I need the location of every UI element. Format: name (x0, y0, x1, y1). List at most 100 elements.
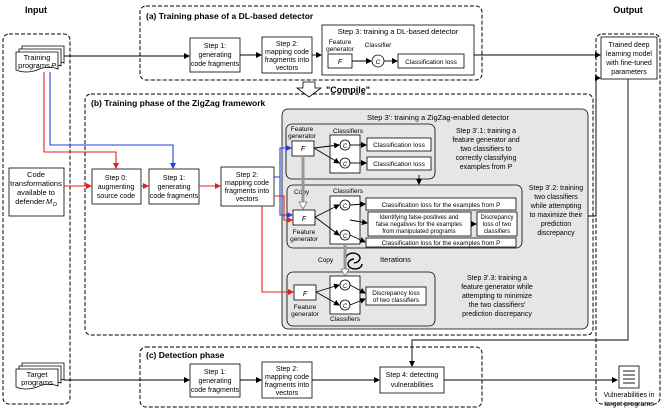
step3-2-classifiers-label: Classifiers (333, 188, 364, 195)
svg-text:C: C (376, 59, 381, 66)
svg-text:C: C (343, 304, 348, 310)
code-trans-line1: Code (27, 170, 45, 179)
svg-text:learning model: learning model (606, 51, 652, 58)
svg-text:Step 3'.3: training a: Step 3'.3: training a (467, 275, 527, 282)
step3-1-description: Step 3'.1: training a feature generator … (452, 128, 519, 171)
svg-text:while attempting: while attempting (530, 203, 582, 210)
svg-text:the two classifiers': the two classifiers' (469, 302, 526, 309)
target-programs-doc: Target programs (15, 362, 65, 390)
phase-b-frame (84, 93, 594, 336)
phase-a-step2: Step 2: mapping code fragments into vect… (261, 36, 313, 74)
compile-label: "Compile" (326, 85, 370, 95)
svg-text:mapping code: mapping code (265, 49, 309, 56)
svg-text:Step 2:: Step 2: (236, 172, 258, 179)
svg-text:loss of two: loss of two (483, 222, 512, 228)
svg-text:Step 1:: Step 1: (204, 369, 226, 376)
step3-1-loss-2 (366, 156, 432, 171)
svg-text:Step 0:: Step 0: (105, 175, 127, 182)
step3-2-loss-bottom (365, 237, 517, 248)
svg-text:fragments into: fragments into (265, 57, 309, 64)
svg-text:attempting to minimize: attempting to minimize (462, 293, 532, 300)
svg-text:Discrepancy: Discrepancy (480, 215, 513, 221)
phase-b-step0: Step 0: augmenting source code (91, 168, 142, 205)
svg-text:Step 1:: Step 1: (163, 175, 185, 182)
svg-text:Feature: Feature (329, 39, 352, 46)
red-flow-to-3-2 (274, 195, 293, 223)
iterations-cycle-icon (345, 252, 363, 270)
svg-text:F: F (338, 59, 343, 66)
step3-1-classifiers-label: Classifiers (333, 128, 364, 135)
svg-text:examples from P: examples from P (460, 164, 513, 171)
step3-3-description: Step 3'.3: training a feature generator … (461, 275, 533, 318)
svg-text:Feature: Feature (291, 126, 314, 133)
svg-text:generator: generator (291, 311, 320, 318)
training-programs-line2: programs (18, 61, 50, 70)
iterations-label: Iterations (380, 255, 411, 264)
svg-text:feature generator and: feature generator and (452, 137, 519, 144)
trained-model-to-step4-arrow (409, 79, 629, 367)
svg-text:C: C (343, 284, 348, 290)
code-trans-var-sub: D (53, 202, 57, 208)
step3-2-loss-top (365, 197, 517, 211)
svg-text:augmenting: augmenting (98, 184, 135, 191)
target-programs-line2: programs (21, 378, 53, 387)
compile-arrow (295, 81, 323, 98)
output-column-frame (595, 33, 661, 405)
phase-c-title: (c) Detection phase (146, 350, 225, 360)
svg-text:generator: generator (290, 236, 319, 243)
svg-text:mapping code: mapping code (265, 374, 309, 381)
svg-text:F: F (303, 291, 308, 298)
step3-2-description: Step 3'.2: training two classifiers whil… (529, 185, 583, 237)
step3-3-copy: Copy (318, 257, 334, 264)
phase-a-step3: Step 3: training a DL-based detector Fea… (321, 24, 475, 76)
training-programs-line1: Training (24, 53, 51, 62)
svg-text:classifiers: classifiers (484, 229, 510, 235)
phase-c-step2: Step 2: mapping code fragments into vect… (261, 361, 313, 399)
blue-flow-to-3-1 (274, 145, 292, 178)
svg-text:two classifiers to: two classifiers to (460, 146, 511, 153)
svg-text:vectors: vectors (276, 390, 299, 397)
svg-text:generator: generator (326, 46, 355, 53)
svg-text:Classification loss for the ex: Classification loss for the examples fro… (382, 240, 501, 247)
svg-text:Step 3'.1: training a: Step 3'.1: training a (456, 128, 516, 135)
svg-text:vectors: vectors (236, 196, 259, 203)
svg-text:Step 4: detecting: Step 4: detecting (386, 372, 439, 379)
svg-text:F: F (302, 216, 307, 223)
step3-output-arrow (588, 75, 601, 217)
svg-text:C: C (343, 162, 348, 168)
svg-text:Feature: Feature (294, 304, 317, 311)
svg-text:fragments into: fragments into (225, 188, 269, 195)
svg-text:Trained deep: Trained deep (609, 42, 650, 49)
svg-text:with fine-tuned: with fine-tuned (605, 60, 652, 67)
svg-text:target programs: target programs (604, 401, 654, 408)
svg-text:Feature: Feature (293, 229, 316, 236)
step3-3-discrepancy-box (365, 286, 427, 306)
svg-text:to maximize their: to maximize their (530, 212, 584, 219)
svg-text:false negatives for the exampl: false negatives for the examples (376, 222, 462, 228)
red-flow-training (43, 72, 119, 169)
code-transformations-box: Code transformations available to defend… (8, 167, 65, 217)
svg-text:from manipulated programs: from manipulated programs (382, 229, 455, 235)
target-programs-line1: Target (27, 370, 49, 379)
svg-text:Step 1:: Step 1: (204, 43, 226, 50)
svg-text:discrepancy: discrepancy (537, 230, 575, 237)
svg-text:F: F (301, 146, 306, 153)
svg-text:source code: source code (97, 193, 135, 200)
code-trans-line2: transformations (10, 179, 62, 188)
svg-text:prediction discrepancy: prediction discrepancy (462, 311, 532, 318)
phase-b-step1: Step 1: generating code fragments (148, 168, 200, 205)
trained-model-box: Trained deep learning model with fine-tu… (600, 36, 658, 80)
svg-text:Step 2:: Step 2: (276, 366, 298, 373)
svg-text:Discrepancy loss: Discrepancy loss (372, 290, 420, 297)
phase-a-classification-loss (397, 53, 465, 69)
svg-text:C: C (343, 144, 348, 150)
phase-a-classifier-label: Classifier (365, 42, 393, 49)
svg-text:vectors: vectors (276, 65, 299, 72)
step3-2-identify-box (367, 211, 472, 237)
svg-text:code fragments: code fragments (191, 387, 240, 394)
step3-2-discrepancy-box (476, 211, 518, 237)
svg-text:C: C (343, 234, 348, 240)
phase-b-title: (b) Training phase of the ZigZag framewo… (91, 98, 266, 108)
